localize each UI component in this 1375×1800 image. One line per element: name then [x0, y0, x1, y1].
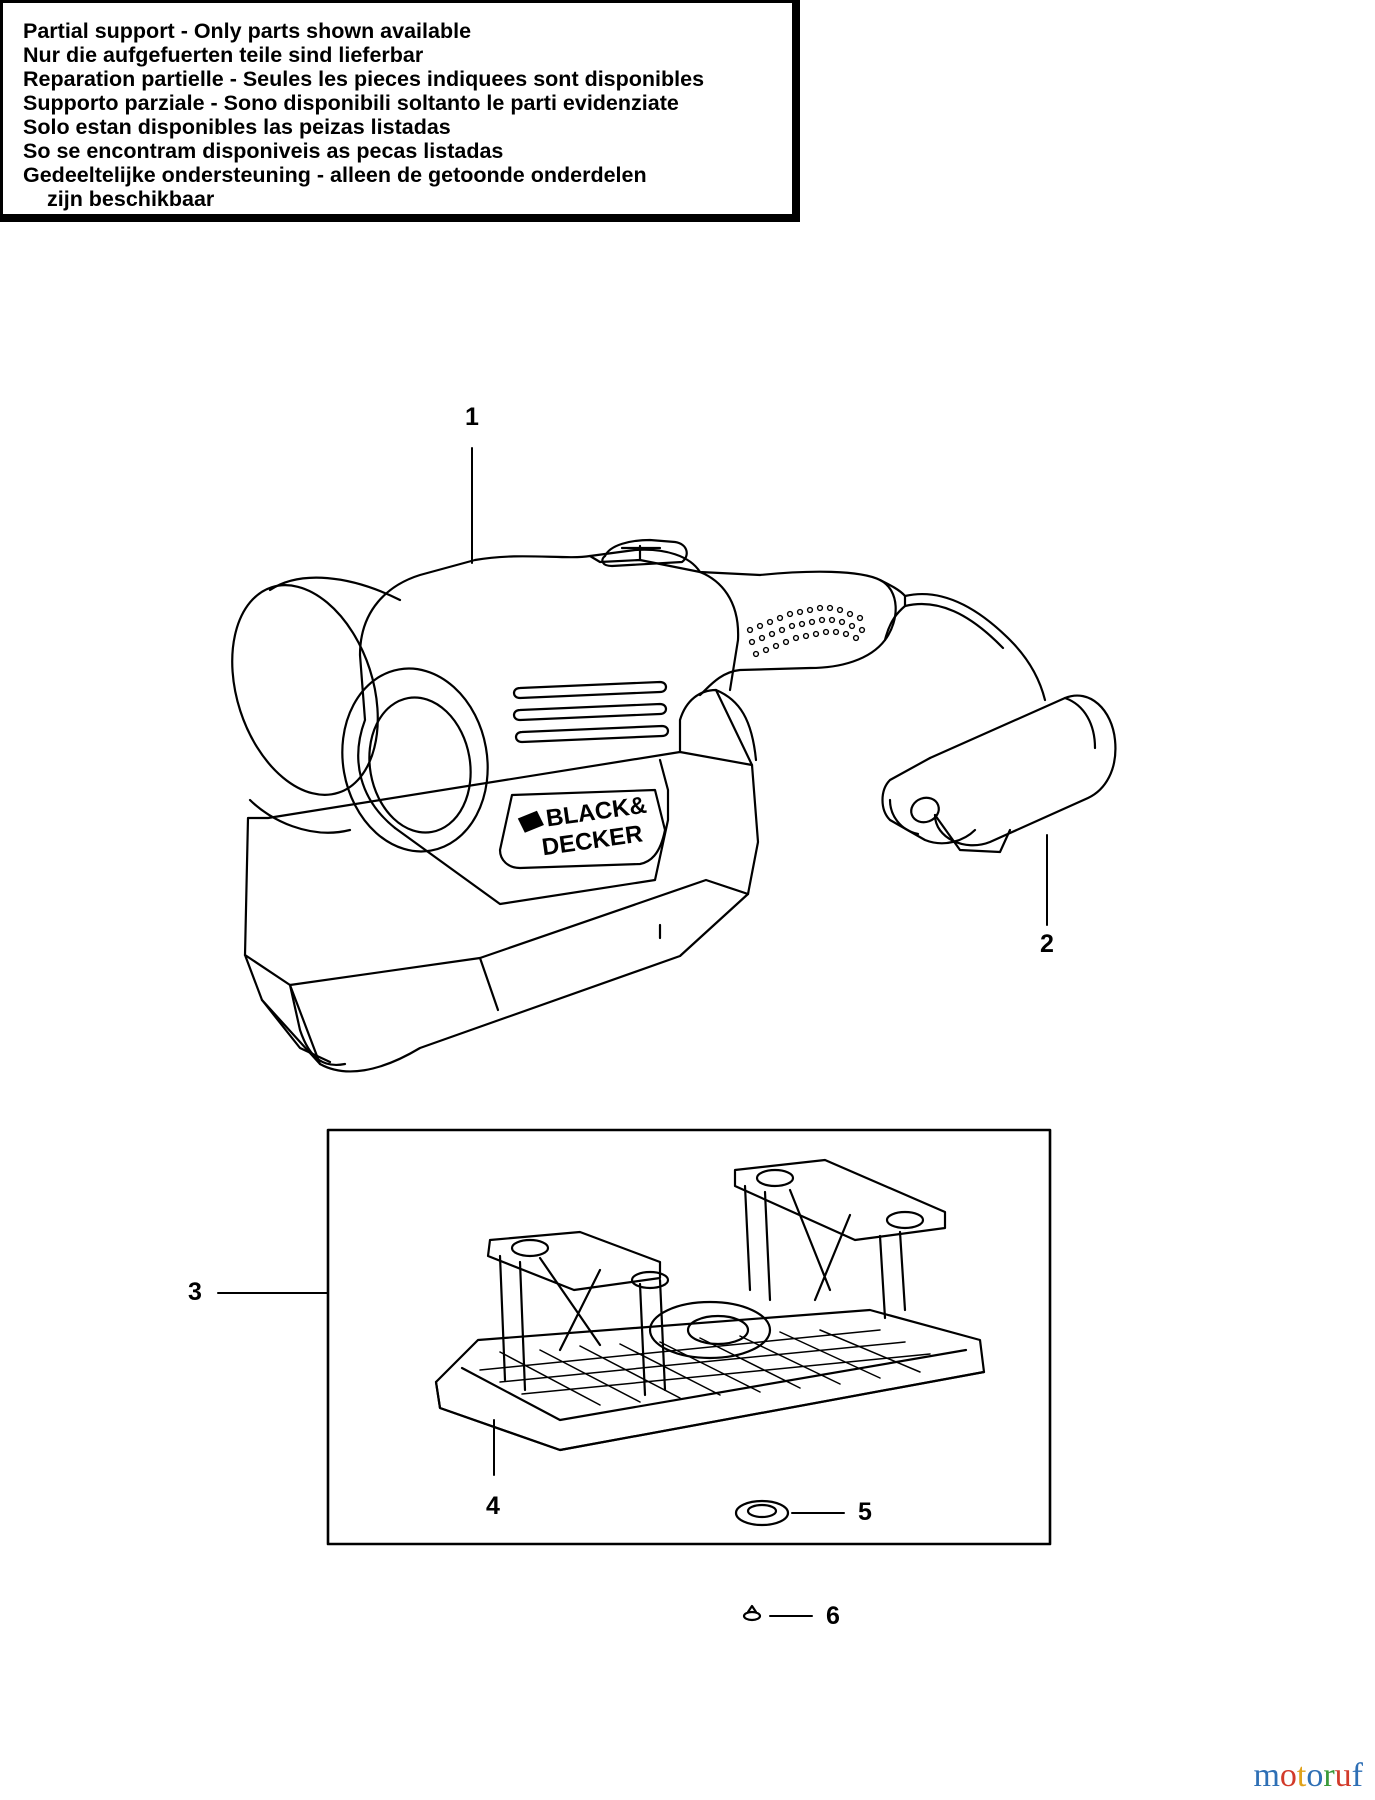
partial-support-notice: Partial support - Only parts shown avail…	[0, 0, 800, 222]
brand-logo: BLACK& DECKER	[517, 792, 648, 861]
notice-line-fr: Reparation partielle - Seules les pieces…	[23, 67, 705, 91]
watermark-letter: o	[1306, 1757, 1324, 1794]
motoruf-watermark: motoruf	[1253, 1758, 1363, 1794]
notice-line-pt: So se encontram disponiveis as pecas lis…	[23, 139, 504, 163]
notice-line-de: Nur die aufgefuerten teile sind lieferba…	[23, 43, 424, 67]
callout-1: 1	[465, 403, 479, 431]
notice-line-es: Solo estan disponibles las peizas listad…	[23, 115, 451, 139]
callout-2: 2	[1040, 930, 1054, 958]
notice-line-it: Supporto parziale - Sono disponibili sol…	[23, 91, 679, 115]
watermark-letter: f	[1351, 1757, 1363, 1794]
watermark-letter: m	[1253, 1757, 1280, 1794]
watermark-letter: o	[1279, 1757, 1297, 1794]
washer	[734, 1499, 790, 1527]
notice-line-nl-cont: zijn beschikbaar	[47, 187, 215, 211]
callout-5: 5	[858, 1498, 872, 1526]
watermark-letter: t	[1296, 1757, 1307, 1794]
callout-4: 4	[486, 1492, 500, 1520]
notice-line-en: Partial support - Only parts shown avail…	[23, 19, 472, 43]
base-pad	[434, 1158, 986, 1452]
watermark-letter: u	[1334, 1757, 1352, 1794]
dust-adapter	[881, 694, 1117, 854]
base-pad-frame	[326, 1128, 1052, 1546]
callout-3: 3	[188, 1278, 202, 1306]
sander-body	[231, 538, 1047, 1073]
callout-6: 6	[826, 1602, 840, 1630]
screw	[742, 1604, 762, 1622]
watermark-letter: r	[1323, 1757, 1335, 1794]
callout-leaders	[217, 447, 1048, 1617]
notice-line-nl: Gedeeltelijke ondersteuning - alleen de …	[23, 163, 647, 187]
